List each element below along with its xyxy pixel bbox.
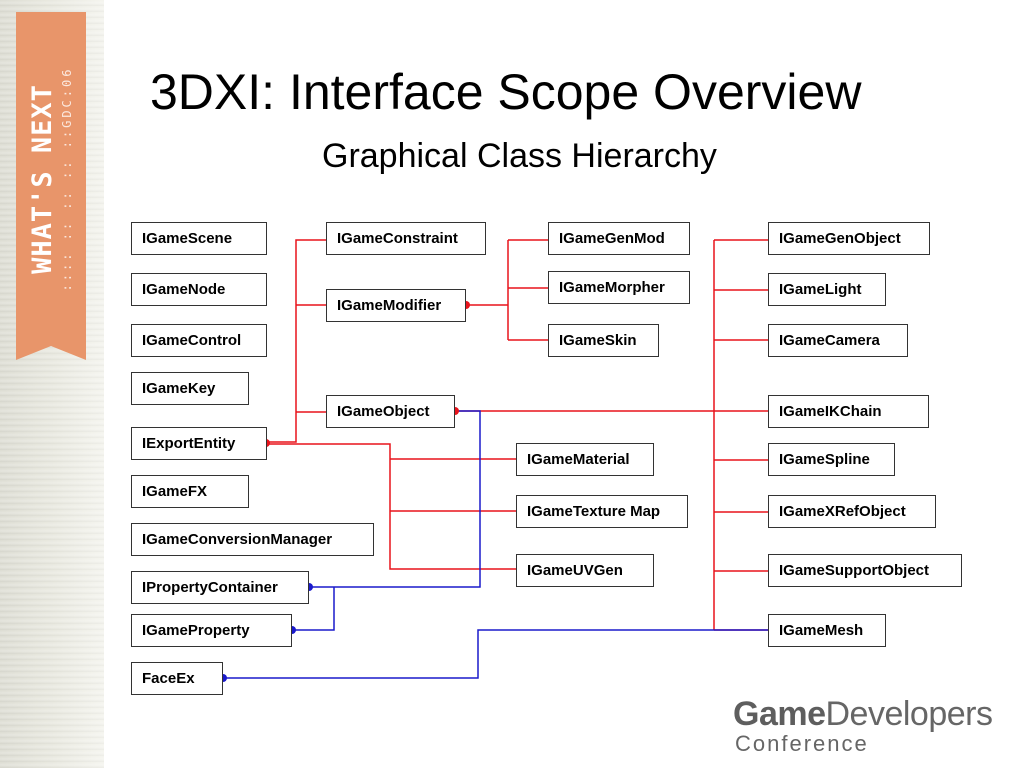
blue-connector-mesh-faceex [223,629,768,679]
node-igame-skin: IGameSkin [548,324,659,357]
red-connector-exportentity-material-branch [266,443,516,570]
node-igame-material: IGameMaterial [516,443,654,476]
logo-word-game: Game [733,695,826,733]
slide-title: 3DXI: Interface Scope Overview [150,64,862,120]
node-igame-uv-gen: IGameUVGen [516,554,654,587]
node-igame-key: IGameKey [131,372,249,405]
node-igame-gen-object: IGameGenObject [768,222,930,255]
node-iexport-entity: IExportEntity [131,427,267,460]
banner-notch [16,346,86,360]
blue-connector-object-propertycontainer [309,410,481,588]
red-connector-exportentity-trunk [266,239,326,443]
node-igame-xref-object: IGameXRefObject [768,495,936,528]
node-igame-spline: IGameSpline [768,443,895,476]
node-igame-support-object: IGameSupportObject [768,554,962,587]
logo-word-developers: Developers [825,695,993,733]
logo-wordmark: GameDevelopers [733,695,993,733]
node-igame-morpher: IGameMorpher [548,271,690,304]
node-igame-camera: IGameCamera [768,324,908,357]
node-igame-modifier: IGameModifier [326,289,466,322]
gdc-banner: WHAT'S NEXT :::: :: :: :: ::GDC:06 [16,12,86,360]
side-decoration-strip: WHAT'S NEXT :::: :: :: :: ::GDC:06 [0,0,104,768]
node-igame-ik-chain: IGameIKChain [768,395,929,428]
node-igame-conversion-manager: IGameConversionManager [131,523,374,556]
node-igame-node: IGameNode [131,273,267,306]
node-igame-constraint: IGameConstraint [326,222,486,255]
logo-word-conference: Conference [735,731,869,756]
blue-connector-property-propertycontainer [292,587,335,631]
node-igame-object: IGameObject [326,395,455,428]
node-igame-fx: IGameFX [131,475,249,508]
node-igame-texture-map: IGameTexture Map [516,495,688,528]
node-igame-light: IGameLight [768,273,886,306]
node-face-ex: FaceEx [131,662,223,695]
node-igame-mesh: IGameMesh [768,614,886,647]
node-igame-control: IGameControl [131,324,267,357]
node-igame-scene: IGameScene [131,222,267,255]
game-developers-conference-logo: GameDevelopers Conference [733,695,993,756]
node-iproperty-container: IPropertyContainer [131,571,309,604]
node-igame-property: IGameProperty [131,614,292,647]
node-igame-gen-mod: IGameGenMod [548,222,690,255]
slide-subtitle: Graphical Class Hierarchy [322,137,717,175]
